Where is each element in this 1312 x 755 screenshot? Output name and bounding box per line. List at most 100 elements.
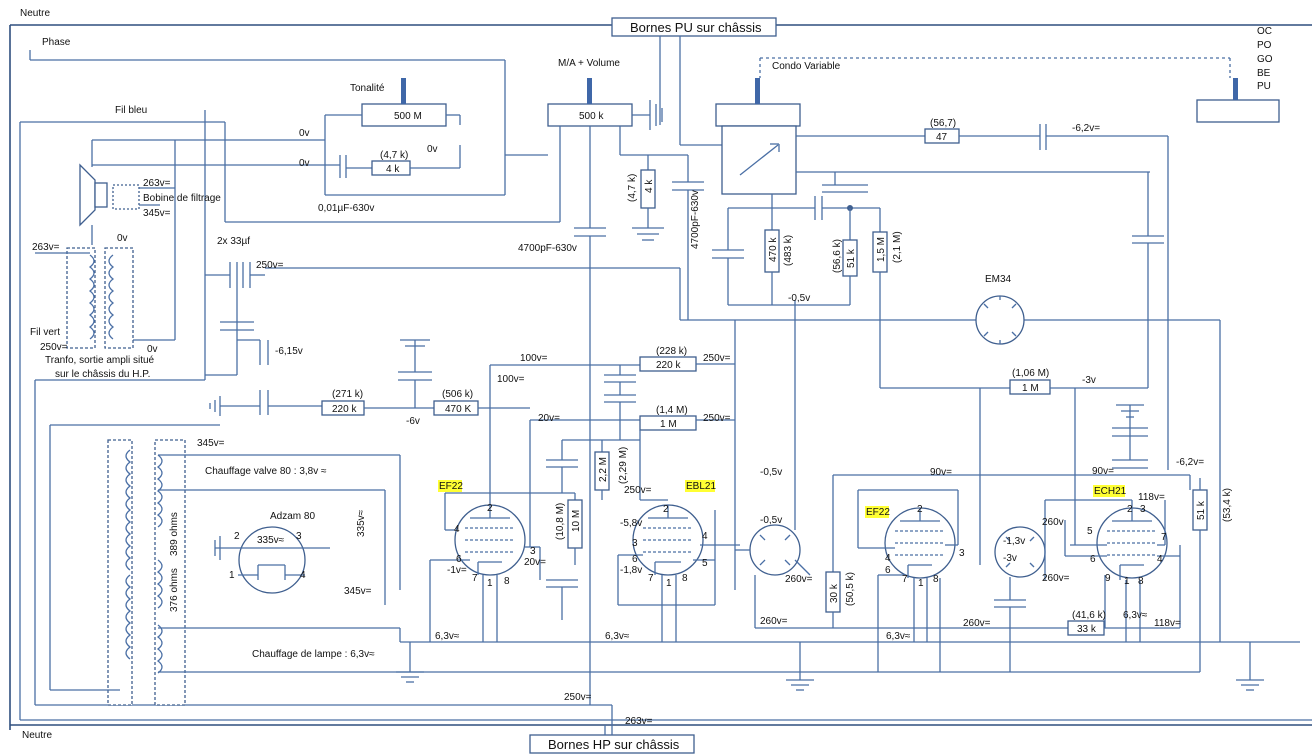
v-90-a: 90v= [930, 467, 952, 478]
v-62-b: -6,2v= [1176, 457, 1204, 468]
v-118-a: 118v= [1138, 492, 1165, 503]
pin-adzam-3: 3 [296, 531, 302, 542]
v-0v-e: 0v [147, 344, 158, 355]
v-260-b: 260v= [760, 616, 788, 627]
label-cap-2x33: 2x 33µf [217, 236, 250, 247]
pin-ech21-3: 3 [1140, 504, 1146, 515]
res-220k-b: 220 k [332, 404, 357, 415]
meas-506k: (506 k) [442, 389, 473, 400]
pin-ef22a-4: 4 [454, 524, 460, 535]
label-bobine-filtrage: Bobine de filtrage [143, 193, 221, 204]
tube-ef22-left: EF22 [439, 481, 463, 492]
res-500k: 500 k [579, 111, 604, 122]
v-615: -6,15v [275, 346, 303, 357]
res-1m-b: 1 M [1022, 383, 1039, 394]
res-51k-b: 51 k [1196, 500, 1207, 520]
em34-tube [975, 295, 1221, 642]
pot-network [632, 155, 704, 320]
label-chauffage-valve: Chauffage valve 80 : 3,8v ≈ [205, 466, 327, 477]
meas-534k: (53,4 k) [1222, 488, 1233, 522]
v-335-adzam: 335v≈ [257, 535, 285, 546]
label-phase: Phase [42, 37, 71, 48]
power-rails [9, 24, 1312, 730]
v-63-c: 6,3v≈ [886, 631, 911, 642]
meas-108m: (10,8 M) [555, 503, 566, 540]
ech21-tube [1045, 404, 1208, 672]
band-oc: OC [1257, 26, 1272, 37]
pin-ef22b-7: 7 [902, 574, 908, 585]
v-63-d: 6,3v≈ [1123, 610, 1148, 621]
pin-ef22a-8: 8 [504, 576, 510, 587]
label-condo-variable: Condo Variable [772, 61, 841, 72]
res-500m: 500 M [394, 111, 422, 122]
label-bornes-pu: Bornes PU sur châssis [630, 20, 762, 35]
res-1m-a: 1 M [660, 419, 677, 430]
pin-ebl21-7: 7 [648, 573, 654, 584]
res-470K: 470 K [445, 404, 471, 415]
pin-ech21-6: 6 [1090, 554, 1096, 565]
pin-ebl21-4: 4 [702, 531, 708, 542]
v-345-a: 345v= [143, 208, 171, 219]
pin-ebl21-3: 3 [632, 538, 638, 549]
label-tranfo-line2: sur le châssis du H.P. [55, 369, 150, 380]
grid-bias-resistors [321, 339, 530, 416]
volume-potentiometer [224, 78, 688, 705]
res-10m: 10 M [571, 510, 582, 532]
meas-47k: (4,7 k) [380, 150, 408, 161]
label-adzam: Adzam 80 [270, 511, 315, 522]
label-neutre-top: Neutre [20, 8, 50, 19]
v-13: -1,3v [1003, 536, 1025, 547]
pin-ef22b-4: 4 [885, 553, 891, 564]
label-tonalite: Tonalité [350, 83, 385, 94]
res-33k: 33 k [1077, 624, 1097, 635]
pin-ech21-4: 4 [1157, 554, 1163, 565]
res-220k-a: 220 k [656, 360, 681, 371]
v-20-b: 20v= [524, 557, 546, 568]
adzam80-tube [214, 526, 330, 594]
tube-em34: EM34 [985, 274, 1012, 285]
label-ma-volume: M/A + Volume [558, 58, 620, 69]
pin-ebl21-5: 5 [702, 558, 708, 569]
v-90-b: 90v= [1092, 466, 1114, 477]
band-po: PO [1257, 40, 1272, 51]
label-bornes-hp: Bornes HP sur châssis [548, 737, 680, 752]
res-4k-b: 4 k [644, 179, 655, 193]
label-376-ohms: 376 ohms [169, 568, 180, 612]
v-0v-b: 0v [299, 158, 310, 169]
v-100-b: 100v= [497, 374, 525, 385]
v-05-a: -0,5v [788, 293, 810, 304]
band-be: BE [1257, 68, 1271, 79]
v-250-b: 250v= [256, 260, 284, 271]
meas-229m: (2,29 M) [618, 447, 629, 484]
band-go: GO [1257, 54, 1273, 65]
variable-capacitor [715, 57, 1231, 195]
pin-ech21-5: 5 [1087, 526, 1093, 537]
label-cap-001: 0,01µF-630v [318, 203, 374, 214]
pin-ech21-9: 9 [1105, 573, 1111, 584]
meas-14m: (1,4 M) [656, 405, 688, 416]
v-3: -3v [1082, 375, 1096, 386]
v-58: -5,8v [620, 518, 642, 529]
label-fil-vert: Fil vert [30, 327, 60, 338]
v-250-e: 250v= [624, 485, 652, 496]
meas-483k: (483 k) [783, 235, 794, 266]
tube-ef22-right: EF22 [866, 507, 890, 518]
meas-505k: (50,5 k) [845, 572, 856, 606]
oscillator-circle [994, 500, 1046, 672]
label-neutre-bottom: Neutre [22, 730, 52, 741]
v-250-a: 250v= [40, 342, 68, 353]
pin-ech21-7: 7 [1161, 532, 1167, 543]
pin-ef22b-6: 6 [885, 565, 891, 576]
res-470k-a: 470 k [768, 237, 779, 262]
v-05-b: -0,5v [760, 467, 782, 478]
v-260-a: 260v= [785, 574, 813, 585]
meas-271k: (271 k) [332, 389, 363, 400]
v-250-f: 250v= [564, 692, 592, 703]
pin-ef22a-7: 7 [472, 573, 478, 584]
pin-ebl21-2: 2 [663, 504, 669, 515]
v-263-b: 263v= [32, 242, 60, 253]
mains-transformer-upper [35, 247, 134, 349]
v-63-a: 6,3v≈ [435, 631, 460, 642]
label-fil-bleu: Fil bleu [115, 105, 147, 116]
